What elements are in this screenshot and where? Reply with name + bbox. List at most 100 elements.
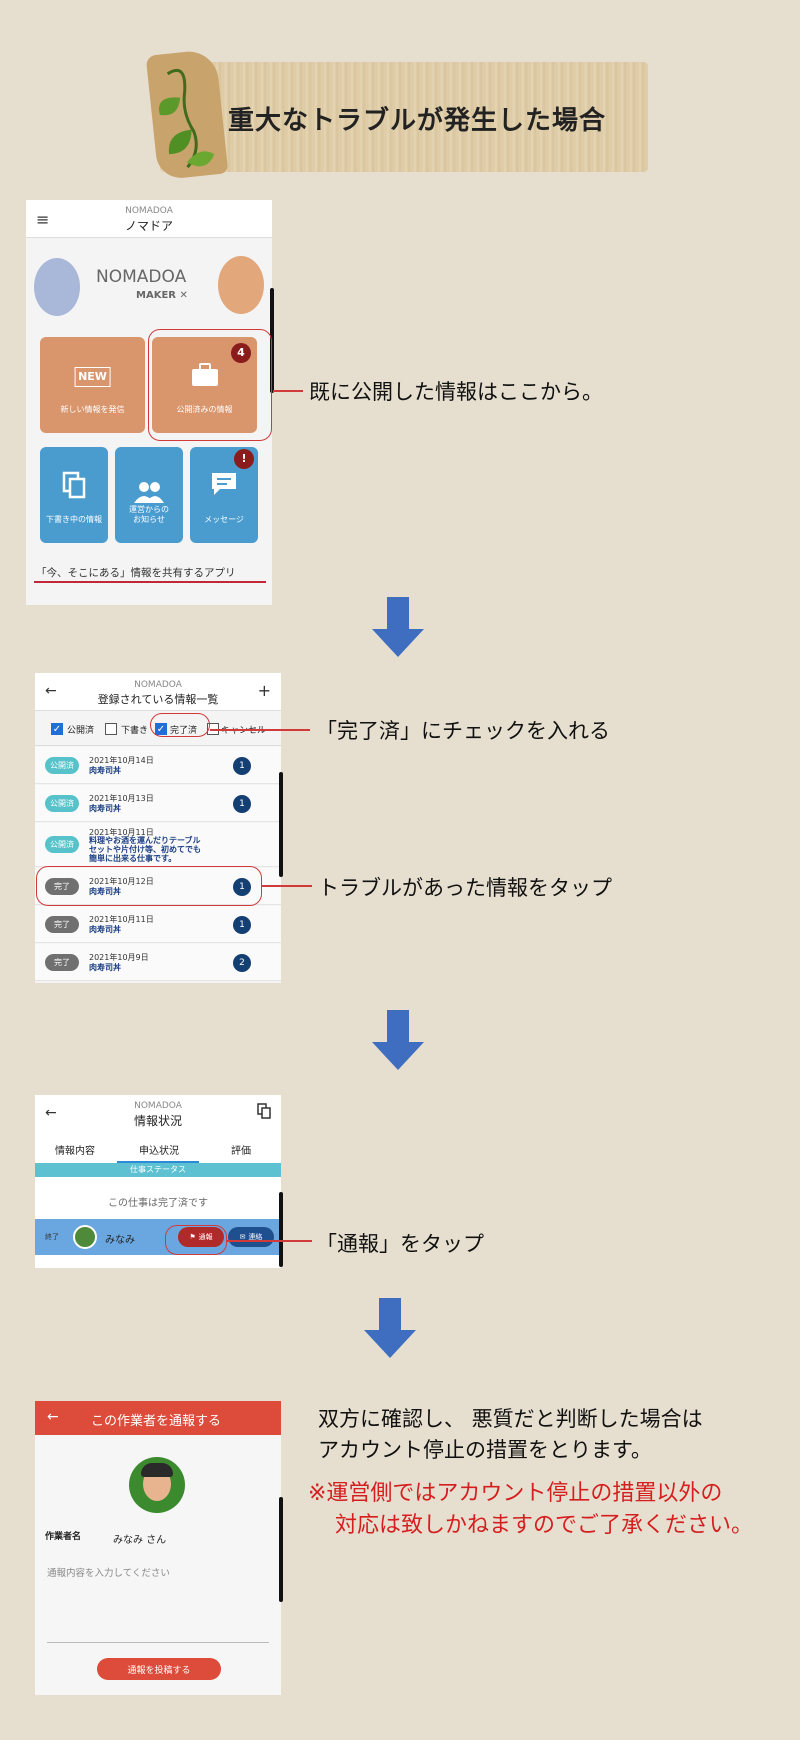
highlight-published-tile [148, 329, 272, 441]
callout-line-1 [273, 390, 303, 392]
announcements-tile[interactable]: 運営からの お知らせ [115, 447, 183, 543]
report-worker-screen: ← この作業者を通報する 作業者名 みなみ さん 通報内容を入力してください 通… [35, 1401, 281, 1695]
callout-tap-report: 「通報」をタップ [316, 1232, 484, 1256]
applicant-count: 1 [233, 757, 251, 775]
filter-completed-label: 完了済 [170, 726, 198, 736]
published-count-badge: 4 [231, 343, 251, 363]
callout-tap-trouble: トラブルがあった情報をタップ [318, 876, 612, 900]
mail-icon: ✉ [239, 1233, 246, 1241]
phone-edge [279, 1497, 283, 1602]
submit-report-button[interactable]: 通報を投稿する [97, 1658, 221, 1680]
status-badge: 完了 [45, 954, 79, 971]
avatar [73, 1225, 97, 1249]
menu-icon[interactable]: ≡ [36, 210, 50, 229]
phone-edge [279, 772, 283, 877]
filter-cancel-label: キャンセル [221, 726, 267, 736]
filter-draft-checkbox[interactable] [105, 723, 117, 735]
home-screen: ≡ NOMADOA ノマドア NOMADOA MAKER ✕ NEW 新しい情報… [26, 200, 272, 605]
worker-row[interactable]: 終了 みなみ ⚑通報 ✉連絡 [35, 1219, 281, 1255]
highlight-report-button [165, 1225, 227, 1255]
list-item[interactable]: 公開済 2021年10月11日 料理やお酒を運んだりテーブルセットや片付け等、初… [35, 823, 281, 867]
back-arrow-icon[interactable]: ← [45, 1105, 57, 1121]
callout-line-4 [227, 1240, 312, 1242]
worker-name-label: 作業者名 [45, 1532, 82, 1542]
item-date: 2021年10月13日 [89, 794, 154, 803]
list-item[interactable]: 公開済 2021年10月13日 肉寿司丼 1 [35, 785, 281, 822]
item-title: 料理やお酒を運んだりテーブルセットや片付け等、初めてでも簡単に出来る仕事です。 [89, 836, 201, 864]
down-arrow-3 [364, 1298, 416, 1358]
warning-line-2: 対応は致しかねますのでご了承ください。 [335, 1513, 754, 1538]
highlight-trouble-row [36, 866, 262, 906]
applicant-count: 1 [233, 795, 251, 813]
explanation-line-1: 双方に確認し、 悪質だと判断した場合は [318, 1407, 703, 1431]
tab-evaluation[interactable]: 評価 [231, 1146, 251, 1157]
header-title: ノマドア [124, 219, 173, 233]
messages-alert-badge: ! [234, 449, 254, 469]
flag-icon: ⚑ [189, 1233, 196, 1241]
filter-draft-label: 下書き [121, 726, 149, 736]
copy-icon [62, 471, 86, 502]
callout-completed: 「完了済」にチェックを入れる [316, 719, 610, 743]
maker-logo: MAKER ✕ [136, 290, 188, 301]
status-header-bar: 仕事ステータス [35, 1163, 281, 1177]
published-info-tile[interactable]: 公開済みの情報 4 [152, 337, 257, 433]
tab-info-content[interactable]: 情報内容 [55, 1146, 95, 1157]
status-badge: 完了 [45, 878, 79, 895]
info-status-screen: ← NOMADOA 情報状況 情報内容 申込状況 評価 仕事ステータス この仕事… [35, 1095, 281, 1268]
header-logo-small: NOMADOA [134, 1101, 182, 1111]
status-badge: 公開済 [45, 836, 79, 853]
list-item[interactable]: 公開済 2021年10月14日 肉寿司丼 1 [35, 747, 281, 784]
people-icon [134, 471, 164, 506]
tagline-underline [34, 581, 266, 583]
add-icon[interactable]: + [257, 681, 271, 700]
list-title: 登録されている情報一覧 [97, 693, 219, 706]
ivy-leaf-decoration [145, 48, 229, 181]
item-date: 2021年10月12日 [89, 877, 154, 886]
applicant-count: 1 [233, 878, 251, 896]
copy-icon[interactable] [257, 1103, 271, 1123]
status-badge: 公開済 [45, 795, 79, 812]
tab-application-status[interactable]: 申込状況 [139, 1146, 179, 1157]
highlight-completed-filter [150, 713, 210, 737]
item-title: 肉寿司丼 [89, 887, 121, 896]
worker-avatar [129, 1457, 185, 1513]
worker-state: 終了 [45, 1233, 59, 1241]
list-item[interactable]: 完了 2021年10月9日 肉寿司丼 2 [35, 944, 281, 981]
warning-line-1: ※運営側ではアカウント停止の措置以外の [308, 1481, 723, 1506]
active-tab-indicator [117, 1161, 199, 1163]
report-content-input[interactable]: 通報内容を入力してください [47, 1565, 269, 1643]
status-badge: 完了 [45, 916, 79, 933]
phone-edge [270, 288, 274, 393]
filter-published-label: 公開済 [67, 726, 95, 736]
item-date: 2021年10月11日 [89, 915, 154, 924]
draft-info-tile[interactable]: 下書き中の情報 [40, 447, 108, 543]
nomadoa-logo: NOMADOA [96, 267, 187, 287]
new-icon: NEW [74, 367, 111, 387]
item-title: 肉寿司丼 [89, 804, 121, 813]
new-info-tile[interactable]: NEW 新しい情報を発信 [40, 337, 145, 433]
back-arrow-icon[interactable]: ← [47, 1409, 59, 1425]
list-item[interactable]: 完了 2021年10月11日 肉寿司丼 1 [35, 906, 281, 943]
list-item-selected[interactable]: 完了 2021年10月12日 肉寿司丼 1 [35, 868, 281, 905]
title-banner [160, 62, 648, 172]
worker-name: みなみ [105, 1235, 135, 1246]
people-illustration-right [218, 256, 264, 314]
messages-tile[interactable]: メッセージ ! [190, 447, 258, 543]
item-date: 2021年10月14日 [89, 756, 154, 765]
item-date: 2021年10月11日 [89, 828, 154, 837]
report-title: この作業者を通報する [91, 1414, 222, 1429]
report-button[interactable]: ⚑通報 [178, 1227, 224, 1247]
item-title: 肉寿司丼 [89, 766, 121, 775]
chat-icon [210, 471, 238, 500]
callout-line-3 [262, 885, 312, 887]
filter-published-checkbox[interactable]: ✓ [51, 723, 63, 735]
item-date: 2021年10月9日 [89, 953, 149, 962]
report-header: ← この作業者を通報する [35, 1401, 281, 1435]
header-logo-small: NOMADOA [134, 680, 182, 690]
phone-edge [279, 1192, 283, 1267]
applicant-count: 1 [233, 916, 251, 934]
callout-line-2 [210, 729, 310, 731]
contact-button[interactable]: ✉連絡 [228, 1227, 274, 1247]
back-arrow-icon[interactable]: ← [45, 683, 57, 699]
down-arrow-1 [372, 597, 424, 657]
